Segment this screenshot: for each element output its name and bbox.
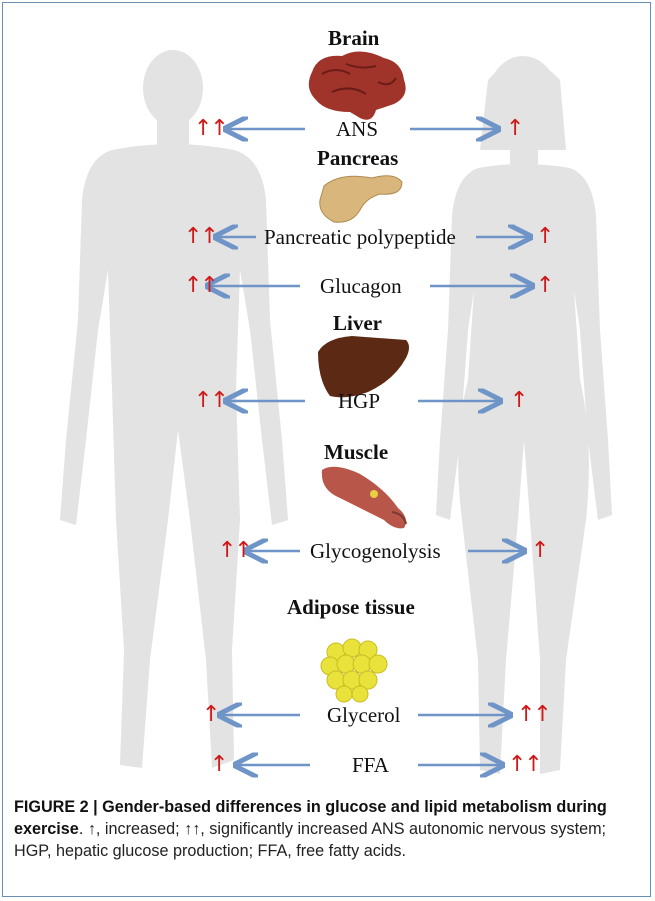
label-glucagon: Glucagon — [320, 276, 402, 297]
male-glycerol-indicator: ↑ — [202, 704, 218, 726]
male-silhouette — [60, 50, 288, 768]
figure-caption: FIGURE 2 | Gender-based differences in g… — [14, 796, 640, 862]
pancreas-icon — [320, 176, 402, 223]
male-hgp-indicator: ↑↑ — [194, 390, 227, 412]
label-pancreatic-polypeptide: Pancreatic polypeptide — [264, 227, 456, 248]
label-glycerol: Glycerol — [327, 705, 400, 726]
adipose-icon — [321, 639, 387, 702]
male-glyco-indicator: ↑↑ — [218, 540, 251, 562]
female-glycerol-indicator: ↑↑ — [517, 704, 550, 726]
female-glucagon-indicator: ↑ — [536, 275, 552, 297]
organ-adipose: Adipose tissue — [287, 597, 415, 618]
label-glycogenolysis: Glycogenolysis — [310, 541, 441, 562]
female-ans-indicator: ↑ — [506, 118, 522, 140]
organ-brain: Brain — [328, 28, 379, 49]
brain-icon — [309, 51, 406, 119]
male-glucagon-indicator: ↑↑ — [184, 275, 217, 297]
female-hgp-indicator: ↑ — [510, 390, 526, 412]
male-ffa-indicator: ↑ — [210, 754, 226, 776]
organ-muscle: Muscle — [324, 442, 388, 463]
female-glyco-indicator: ↑ — [531, 540, 547, 562]
label-ffa: FFA — [352, 755, 389, 776]
female-silhouette — [436, 56, 612, 774]
organ-pancreas: Pancreas — [317, 148, 398, 169]
female-pp-indicator: ↑ — [536, 226, 552, 248]
male-pp-indicator: ↑↑ — [184, 226, 217, 248]
muscle-icon — [322, 467, 406, 529]
label-ans: ANS — [336, 119, 378, 140]
female-ffa-indicator: ↑↑ — [508, 754, 541, 776]
caption-text: . ↑, increased; ↑↑, significantly increa… — [14, 820, 606, 860]
male-ans-indicator: ↑↑ — [194, 118, 227, 140]
label-hgp: HGP — [338, 391, 380, 412]
organ-liver: Liver — [333, 313, 382, 334]
